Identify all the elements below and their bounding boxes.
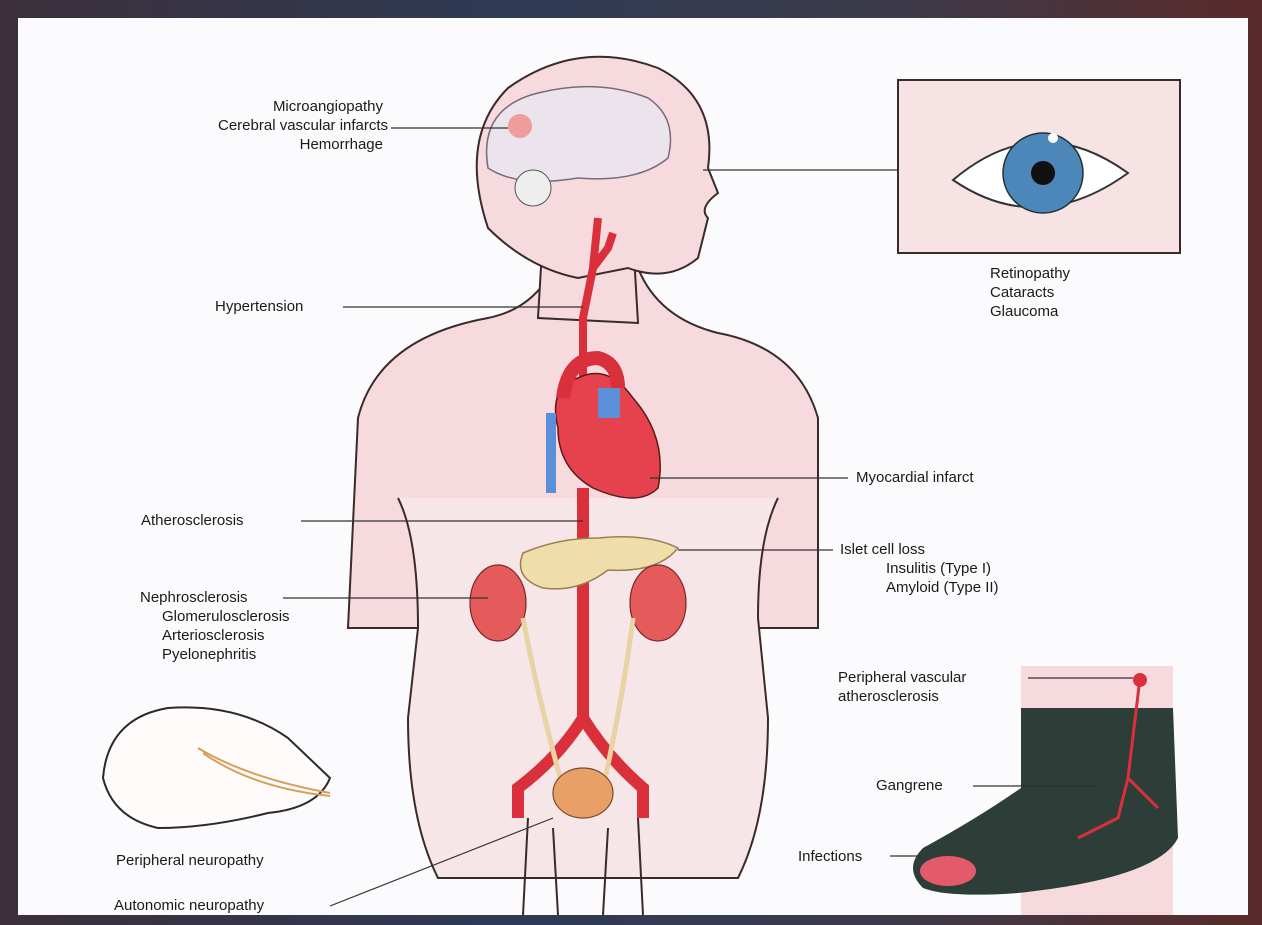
- kidney-label-1: Nephrosclerosis: [140, 588, 290, 607]
- artery-bulge: [1133, 673, 1147, 687]
- islet-label-2: Insulitis (Type I): [840, 559, 999, 578]
- islet-label-group: Islet cell loss Insulitis (Type I) Amylo…: [840, 540, 999, 597]
- eye-label-2: Cataracts: [990, 283, 1070, 302]
- kidney-label-group: Nephrosclerosis Glomerulosclerosis Arter…: [140, 588, 290, 664]
- brain-label-3: Hemorrhage: [218, 135, 383, 154]
- infected-toe: [920, 856, 976, 886]
- peripheral-vascular-label-group: Peripheral vascular atherosclerosis: [838, 668, 966, 706]
- pv-label-1: Peripheral vascular: [838, 668, 966, 687]
- brain-label-2: Cerebral vascular infarcts: [218, 116, 383, 135]
- islet-label-3: Amyloid (Type II): [840, 578, 999, 597]
- gangrene-label: Gangrene: [876, 776, 943, 795]
- anatomy-illustration: [18, 18, 1248, 915]
- brain-label-group: Microangiopathy Cerebral vascular infarc…: [218, 97, 383, 154]
- kidney-label-3: Arteriosclerosis: [140, 626, 290, 645]
- diagram-panel: Microangiopathy Cerebral vascular infarc…: [18, 18, 1248, 915]
- myocardial-label: Myocardial infarct: [856, 468, 974, 487]
- highlight: [1048, 133, 1058, 143]
- eye-label-group: Retinopathy Cataracts Glaucoma: [990, 264, 1070, 321]
- brain-label-1: Microangiopathy: [218, 97, 383, 116]
- infections-label: Infections: [798, 847, 862, 866]
- right-kidney: [630, 565, 686, 641]
- pulmonary-vessel: [598, 388, 620, 418]
- kidney-label-2: Glomerulosclerosis: [140, 607, 290, 626]
- left-kidney: [470, 565, 526, 641]
- bladder: [553, 768, 613, 818]
- vena-cava: [546, 413, 556, 493]
- brain-lesion: [508, 114, 532, 138]
- atherosclerosis-label: Atherosclerosis: [141, 511, 244, 530]
- peripheral-neuropathy-label: Peripheral neuropathy: [116, 851, 264, 870]
- cerebellum: [515, 170, 551, 206]
- pupil: [1031, 161, 1055, 185]
- hypertension-label: Hypertension: [215, 297, 303, 316]
- autonomic-neuropathy-label: Autonomic neuropathy: [114, 896, 264, 915]
- eye-label-3: Glaucoma: [990, 302, 1070, 321]
- pv-label-2: atherosclerosis: [838, 687, 966, 706]
- hand: [103, 707, 330, 828]
- islet-label-1: Islet cell loss: [840, 540, 999, 559]
- eye-label-1: Retinopathy: [990, 264, 1070, 283]
- kidney-label-4: Pyelonephritis: [140, 645, 290, 664]
